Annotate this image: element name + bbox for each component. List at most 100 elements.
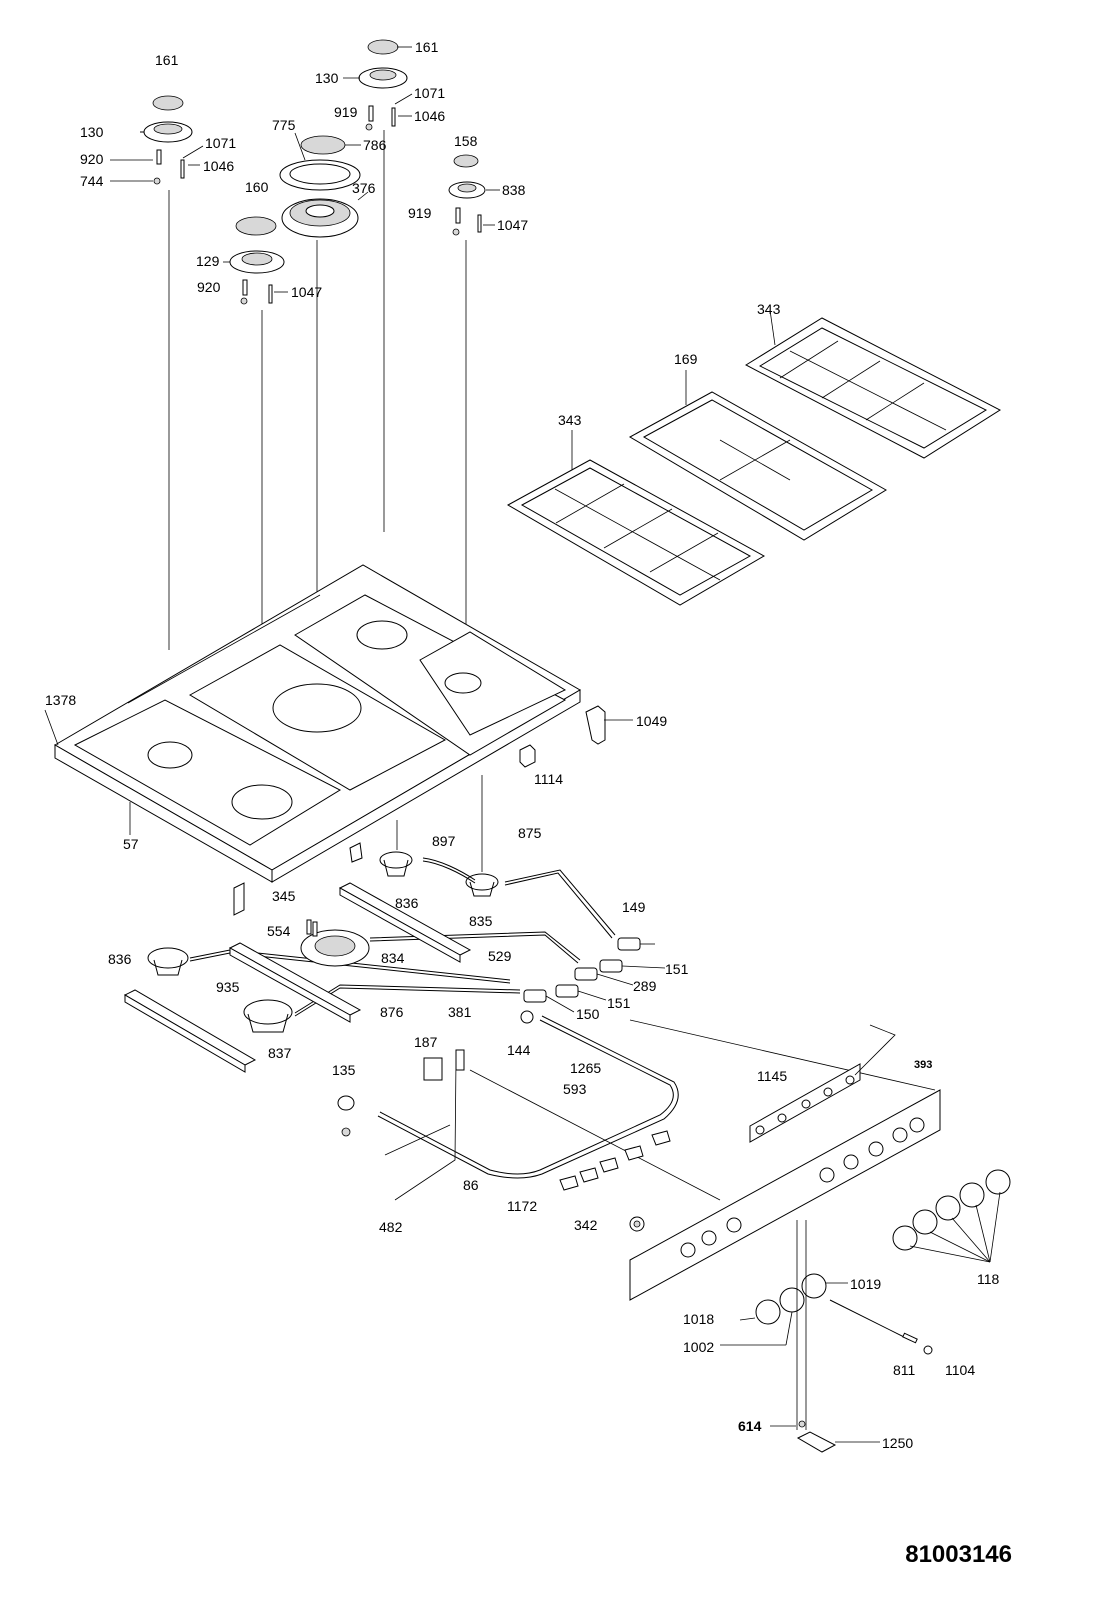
callout-1047a: 1047 <box>497 217 528 233</box>
callout-838: 838 <box>502 182 526 198</box>
elbow-135 <box>337 1095 355 1111</box>
callout-920b: 920 <box>197 279 221 295</box>
callout-786: 786 <box>363 137 387 153</box>
nut-744 <box>153 177 161 185</box>
knobs-lower <box>720 1220 848 1430</box>
thermocouple-1046-left <box>180 159 185 179</box>
ignition-unit-187 <box>423 1049 465 1081</box>
thermocouple-1046-center <box>391 107 396 127</box>
callout-834: 834 <box>381 950 405 966</box>
hob-top-panel <box>44 564 581 883</box>
callout-151a: 151 <box>665 961 689 977</box>
callout-1002: 1002 <box>683 1339 714 1355</box>
thermocouple-1047-129 <box>268 284 273 304</box>
callout-919a: 919 <box>334 104 358 120</box>
support-bars <box>123 842 472 1073</box>
callout-935: 935 <box>216 979 240 995</box>
callout-345: 345 <box>272 888 296 904</box>
callout-160: 160 <box>245 179 269 195</box>
burner-stack-129 <box>223 216 288 790</box>
injector-919-center <box>368 105 374 122</box>
callout-897: 897 <box>432 833 456 849</box>
callout-86: 86 <box>463 1177 479 1193</box>
burner-cap-161-center <box>367 39 399 55</box>
callout-381: 381 <box>448 1004 472 1020</box>
callout-919b: 919 <box>408 205 432 221</box>
burner-cup-837 <box>243 999 293 1033</box>
bracket-1114 <box>519 744 536 768</box>
injector-919-838 <box>455 207 461 224</box>
callout-1046a: 1046 <box>203 158 234 174</box>
hob-hole-left-front <box>231 784 293 820</box>
callout-135: 135 <box>332 1062 356 1078</box>
hob-hole-front-right <box>444 672 482 694</box>
callout-593: 593 <box>563 1081 587 1097</box>
callout-343b: 343 <box>558 412 582 428</box>
callout-161a: 161 <box>155 52 179 68</box>
callout-1265: 1265 <box>570 1060 601 1076</box>
callout-158: 158 <box>454 133 478 149</box>
callout-1019: 1019 <box>850 1276 881 1292</box>
callout-161b: 161 <box>415 39 439 55</box>
callout-835: 835 <box>469 913 493 929</box>
bracket-1049 <box>585 705 633 745</box>
burner-cup-836-left <box>147 947 189 976</box>
pan-support-343-left <box>506 430 766 606</box>
callout-1145: 1145 <box>757 1068 787 1084</box>
callout-811: 811 <box>893 1362 916 1378</box>
thermocouple-1047-838 <box>477 214 482 233</box>
burner-stack-left <box>110 95 204 650</box>
callout-1071b: 1071 <box>414 85 445 101</box>
burner-cup-835 <box>465 775 499 897</box>
pan-support-343-right <box>744 309 1002 459</box>
hob-hole-wok <box>272 683 362 733</box>
callout-1114: 1114 <box>534 771 563 787</box>
wok-burner-base-834 <box>300 919 370 967</box>
callout-1071a: 1071 <box>205 135 236 151</box>
seal-135 <box>341 1127 351 1137</box>
callout-1047b: 1047 <box>291 284 322 300</box>
spindle-811 <box>829 1299 933 1355</box>
burner-stack-top-center <box>343 39 413 532</box>
callout-1049: 1049 <box>636 713 667 729</box>
callout-393: 393 <box>914 1059 932 1071</box>
callout-130a: 130 <box>80 124 104 140</box>
document-number: 81003146 <box>905 1541 1012 1568</box>
burner-cap-161-left <box>152 95 184 111</box>
callout-144: 144 <box>507 1042 531 1058</box>
callout-343a: 343 <box>757 301 781 317</box>
callout-289: 289 <box>633 978 657 994</box>
gas-taps <box>523 937 666 1013</box>
knobs-118 <box>892 1169 1011 1263</box>
callout-1018: 1018 <box>683 1311 714 1327</box>
callout-151b: 151 <box>607 995 631 1011</box>
pipe-875 <box>504 869 616 939</box>
callout-149: 149 <box>622 899 646 915</box>
callout-837: 837 <box>268 1045 292 1061</box>
pan-support-169-center <box>628 370 887 541</box>
callout-614: 614 <box>738 1418 762 1434</box>
hob-hole-back-right <box>356 620 408 650</box>
callout-57: 57 <box>123 836 139 852</box>
callout-1378: 1378 <box>45 692 76 708</box>
switch-strip-1145 <box>749 1024 896 1143</box>
callout-1172: 1172 <box>507 1198 537 1214</box>
pipe-897 <box>422 857 476 884</box>
callout-labels: 161 130 920 744 1071 1046 161 130 919 10… <box>45 39 1000 1451</box>
nut-342 <box>629 1216 645 1232</box>
callout-118: 118 <box>977 1271 1000 1287</box>
callout-187: 187 <box>414 1034 438 1050</box>
injector-920-left <box>156 149 162 165</box>
callout-129: 129 <box>196 253 220 269</box>
callout-920a: 920 <box>80 151 104 167</box>
callout-1104: 1104 <box>945 1362 975 1378</box>
ignition-wires <box>384 1059 721 1201</box>
burner-cup-836-top <box>379 820 413 877</box>
nut-144 <box>520 1010 534 1024</box>
hob-hole-left-back <box>147 741 193 769</box>
callout-529: 529 <box>488 948 512 964</box>
cap-160 <box>235 216 277 236</box>
callout-744: 744 <box>80 173 104 189</box>
callout-836a: 836 <box>395 895 419 911</box>
